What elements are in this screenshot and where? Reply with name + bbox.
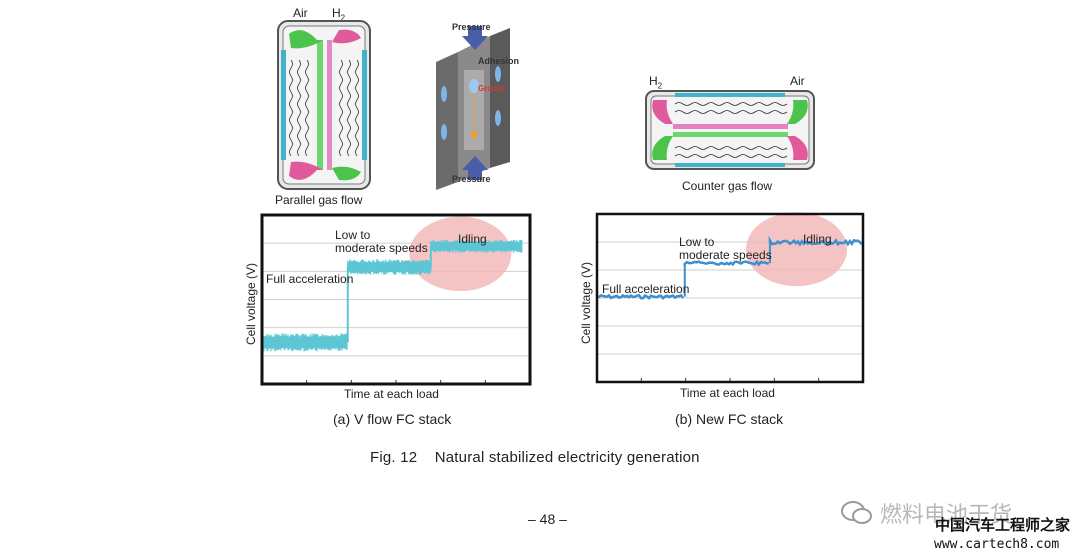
parallel-stack-illustration [277,20,371,190]
watermark-brand-text: 燃料电池干货 [880,503,1013,528]
pressure-top-label: Pressure [452,22,491,32]
h2-label-right: H2 [649,74,663,91]
chart-b-ylabel: Cell voltage (V) [579,261,593,344]
series-segment [595,293,684,300]
air-label-right: Air [790,74,805,88]
idling-highlight [745,212,848,287]
chart-b-plot [595,212,865,384]
chart-a-ylabel: Cell voltage (V) [244,262,258,345]
plot-frame [595,212,865,384]
wechat-icon [841,501,872,524]
channel-illustration [436,26,510,190]
series-segment [768,235,863,247]
gravity-label: Gravity [478,84,506,93]
air-label-left: Air [293,6,308,20]
series-segment [347,259,432,275]
series-segment [430,239,523,253]
chart-a-xlabel: Time at each load [344,387,439,401]
chart-a-annotation-full: Full acceleration [266,272,354,286]
chart-b-annotation-moderate: Low to moderate speeds [679,235,772,262]
h2-label-left: H2 [332,6,346,23]
chart-b-caption: (b) New FC stack [675,411,784,427]
chart-a-annotation-idling: Idling [458,232,487,246]
plot-frame [260,213,532,386]
page-number: – 48 – [528,511,567,527]
chart-b-xlabel: Time at each load [680,386,775,400]
adhesion-label: Adhesion [478,56,520,66]
series-segment [683,259,769,267]
chart-b-annotation-full: Full acceleration [602,282,690,296]
series-segment [261,333,348,352]
figure-title: Fig. 12 Natural stabilized electricity g… [370,449,700,466]
watermark-url: www.cartech8.com [934,537,1060,552]
chart-b-annotation-idling: Idling [803,232,832,246]
counter-gas-flow-caption: Counter gas flow [682,179,773,193]
chart-a-plot [260,213,532,386]
idling-highlight [409,216,512,292]
chart-a-caption: (a) V flow FC stack [333,411,452,427]
parallel-gas-flow-caption: Parallel gas flow [275,193,363,207]
counter-stack-illustration [645,90,815,170]
pressure-bottom-label: Pressure [452,174,491,184]
watermark-site-name: 中国汽车工程师之家 [935,516,1071,534]
chart-a-annotation-moderate: Low to moderate speeds [335,228,428,255]
